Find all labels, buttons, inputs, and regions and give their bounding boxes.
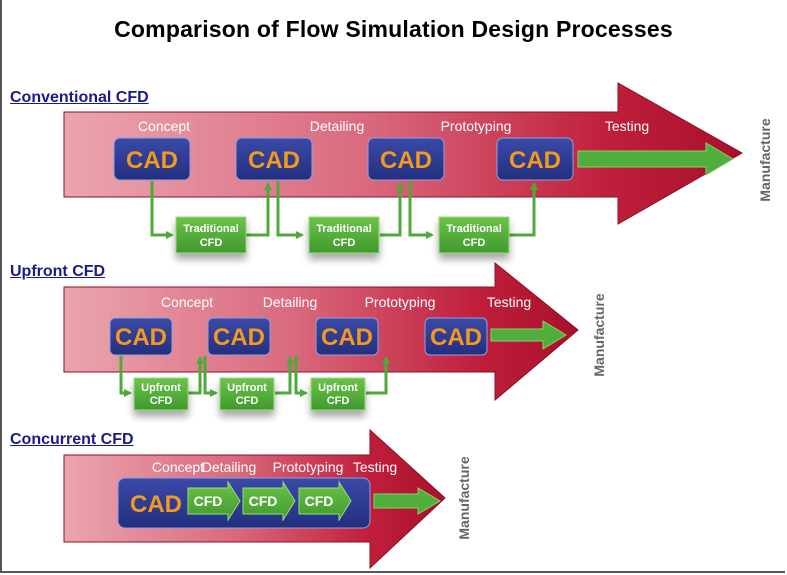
- phase-label: Testing: [487, 294, 531, 310]
- svg-text:Upfront: Upfront: [141, 382, 181, 394]
- svg-text:CFD: CFD: [194, 493, 223, 509]
- section-title-upfront: Upfront CFD: [10, 263, 106, 280]
- svg-text:CFD: CFD: [249, 493, 278, 509]
- manufacture-label: Manufacture: [757, 118, 773, 201]
- manufacture-label: Manufacture: [591, 293, 607, 376]
- cfd-chevron: CFD: [298, 480, 352, 522]
- cad-box: CAD: [367, 137, 445, 181]
- phase-label: Concept: [152, 459, 204, 475]
- section-title-concurrent: Concurrent CFD: [10, 431, 134, 448]
- concurrent-section: Concept Detailing Prototyping Testing CA…: [63, 428, 472, 570]
- svg-text:CAD: CAD: [321, 324, 373, 351]
- cad-box: CAD: [424, 317, 488, 356]
- section-title-conventional: Conventional CFD: [10, 89, 149, 106]
- cad-box: CAD: [235, 137, 313, 181]
- svg-text:CAD: CAD: [213, 324, 265, 351]
- cad-box: CAD: [113, 137, 191, 181]
- flow-arrow-to-manufacture: [373, 487, 441, 515]
- cfd-connectors: [150, 181, 538, 239]
- svg-text:CAD: CAD: [430, 324, 482, 351]
- svg-text:Upfront: Upfront: [227, 382, 267, 394]
- cad-box: CAD: [315, 317, 379, 356]
- svg-text:CAD: CAD: [126, 147, 178, 174]
- svg-text:Upfront: Upfront: [318, 382, 358, 394]
- svg-text:CFD: CFD: [463, 237, 486, 249]
- phase-label: Prototyping: [441, 118, 512, 134]
- svg-text:Traditional: Traditional: [183, 223, 239, 235]
- svg-text:CAD: CAD: [509, 147, 561, 174]
- phase-label: Concept: [138, 118, 190, 134]
- svg-text:CAD: CAD: [115, 324, 167, 351]
- svg-text:CAD: CAD: [248, 147, 300, 174]
- cfd-chevron: CFD: [187, 480, 241, 522]
- cfd-connectors: [119, 356, 390, 397]
- svg-text:CAD: CAD: [130, 491, 182, 518]
- phase-label: Prototyping: [273, 459, 344, 475]
- flow-arrow-to-manufacture: [490, 320, 567, 350]
- svg-text:CAD: CAD: [380, 147, 432, 174]
- svg-text:CFD: CFD: [333, 237, 356, 249]
- phase-label: Testing: [605, 118, 649, 134]
- cad-box: CAD: [496, 137, 574, 181]
- svg-text:CFD: CFD: [327, 395, 350, 407]
- svg-text:CFD: CFD: [236, 395, 259, 407]
- phase-label: Detailing: [310, 118, 364, 134]
- cad-box: CAD: [109, 317, 173, 356]
- upfront-section: Concept Detailing Prototyping Testing CA…: [63, 261, 607, 411]
- flow-arrow-to-manufacture: [577, 142, 734, 176]
- phase-label: Testing: [353, 459, 397, 475]
- svg-text:CFD: CFD: [200, 237, 223, 249]
- conventional-section: Concept Detailing Prototyping Testing CA…: [63, 82, 773, 254]
- svg-text:Traditional: Traditional: [316, 223, 372, 235]
- svg-text:CFD: CFD: [305, 493, 334, 509]
- cfd-chevron: CFD: [242, 480, 296, 522]
- svg-text:Traditional: Traditional: [446, 223, 502, 235]
- phase-label: Detailing: [263, 294, 317, 310]
- diagram-title: Comparison of Flow Simulation Design Pro…: [114, 16, 673, 42]
- manufacture-label: Manufacture: [456, 456, 472, 539]
- phase-label: Detailing: [202, 459, 256, 475]
- phase-label: Concept: [161, 294, 213, 310]
- cad-box: CAD: [207, 317, 271, 356]
- svg-text:CFD: CFD: [150, 395, 173, 407]
- phase-label: Prototyping: [365, 294, 436, 310]
